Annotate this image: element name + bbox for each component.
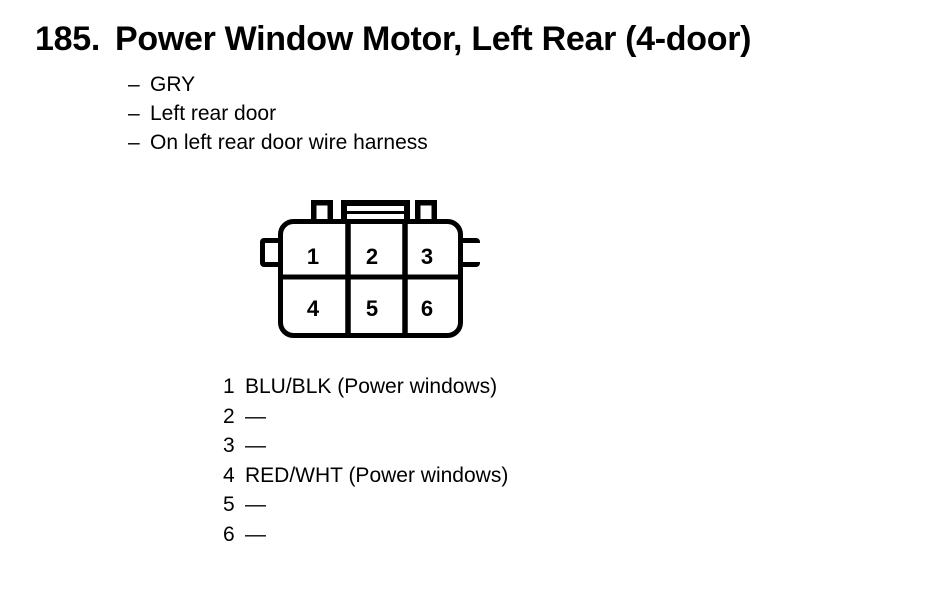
pinout-pin-number: 2 bbox=[223, 404, 235, 428]
pinout-wire-label: RED/WHT (Power windows) bbox=[245, 463, 509, 487]
pinout-wire-label: — bbox=[245, 522, 266, 546]
pinout-pin-number: 3 bbox=[223, 434, 235, 457]
pinout-row-3: 3 — bbox=[223, 431, 508, 461]
connector-pin-3: 3 bbox=[421, 244, 433, 269]
figure-number: 185. bbox=[35, 20, 100, 58]
detail-item-harness: – On left rear door wire harness bbox=[128, 128, 428, 157]
connector-pin-2: 2 bbox=[366, 244, 378, 269]
bullet-dash: – bbox=[128, 73, 140, 96]
connector-diagram: 1 2 3 4 5 6 bbox=[250, 193, 490, 345]
connector-pin-5: 5 bbox=[366, 296, 378, 321]
detail-item-color: – GRY bbox=[128, 70, 428, 99]
pinout-wire-label: — bbox=[245, 404, 266, 428]
pinout-pin-number: 6 bbox=[223, 522, 235, 546]
connector-drawing-icon: 1 2 3 4 5 6 bbox=[260, 200, 480, 338]
figure-title-row: 185. Power Window Motor, Left Rear (4-do… bbox=[35, 22, 751, 56]
detail-text: Left rear door bbox=[150, 102, 277, 125]
detail-item-location: – Left rear door bbox=[128, 99, 428, 128]
pinout-row-4: 4 RED/WHT (Power windows) bbox=[223, 461, 508, 491]
pinout-wire-label: — bbox=[245, 493, 266, 516]
connector-pin-1: 1 bbox=[307, 244, 319, 269]
pinout-pin-number: 5 bbox=[223, 493, 235, 516]
connector-details-list: – GRY – Left rear door – On left rear do… bbox=[128, 70, 428, 157]
pinout-list: 1 BLU/BLK (Power windows) 2 — 3 — 4 RED/… bbox=[223, 372, 508, 549]
bullet-dash: – bbox=[128, 102, 140, 125]
bullet-dash: – bbox=[128, 131, 140, 154]
pinout-row-6: 6 — bbox=[223, 520, 508, 550]
connector-pin-6: 6 bbox=[421, 296, 433, 321]
pinout-row-1: 1 BLU/BLK (Power windows) bbox=[223, 372, 508, 402]
detail-text: On left rear door wire harness bbox=[150, 131, 428, 154]
latch-tab-right-icon bbox=[415, 200, 437, 224]
pinout-pin-number: 4 bbox=[223, 463, 235, 487]
latch-tab-left-icon bbox=[311, 200, 333, 224]
pinout-row-5: 5 — bbox=[223, 490, 508, 520]
pinout-row-2: 2 — bbox=[223, 402, 508, 432]
connector-pin-4: 4 bbox=[307, 296, 320, 321]
pinout-pin-number: 1 bbox=[223, 375, 235, 398]
pinout-wire-label: — bbox=[245, 434, 266, 457]
figure-title: Power Window Motor, Left Rear (4-door) bbox=[114, 20, 752, 58]
pinout-wire-label: BLU/BLK (Power windows) bbox=[245, 375, 498, 398]
detail-text: GRY bbox=[150, 73, 196, 96]
